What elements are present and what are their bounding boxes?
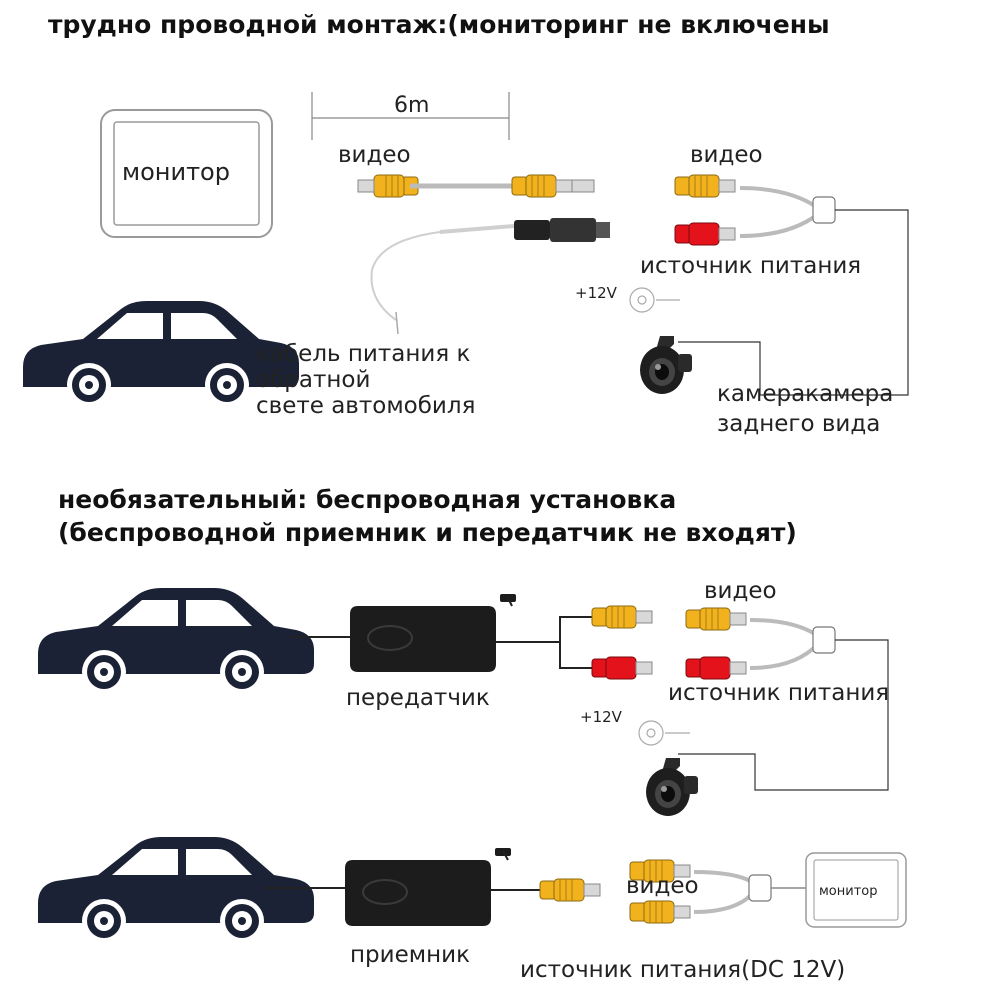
- camera-video-plug-icon-2: [685, 607, 747, 631]
- camera-label-line2: заднего вида: [717, 411, 880, 437]
- tx-video-cable: [496, 616, 592, 643]
- camera-label-line1: камеракамера: [717, 381, 893, 407]
- camera-power-plug-icon-2: [685, 656, 747, 680]
- monitor-small-label: монитор: [819, 884, 878, 899]
- camera-cable: [678, 209, 909, 396]
- monitor-power-plug-icon: [629, 900, 691, 924]
- rca-plug-right-icon: [511, 174, 573, 198]
- car-power-label-line3: свете автомобиля: [256, 393, 475, 419]
- camera-power-plug-icon: [674, 222, 736, 246]
- heading-wireless-line1: необязательный: беспроводная установка: [58, 485, 676, 514]
- rx-video-label: видео: [626, 873, 699, 899]
- power-connector-icon: [439, 218, 610, 242]
- rca-plug-left-icon: [357, 174, 419, 198]
- cable-length-label: 6m: [394, 93, 429, 118]
- power-terminal-icon-2: [638, 720, 690, 746]
- monitor-label: монитор: [122, 158, 230, 186]
- tx-power-source-label: источник питания: [668, 680, 889, 706]
- rear-camera-icon-2: [646, 758, 698, 816]
- transmitter-label: передатчик: [346, 685, 490, 711]
- car-power-label-line1: кабель питания к: [256, 341, 470, 367]
- power-wire: [370, 231, 441, 321]
- video-label-left: видео: [338, 142, 411, 168]
- power-terminal-icon: [629, 287, 680, 313]
- tx-voltage-label: +12V: [580, 708, 623, 726]
- car-power-label-line2: обратной: [256, 367, 370, 393]
- voltage-label: +12V: [575, 284, 618, 302]
- camera-video-plug-icon: [674, 174, 736, 198]
- tx-power-plug-icon: [591, 656, 653, 680]
- transmitter-icon: [349, 593, 517, 673]
- heading-wired: трудно проводной монтаж:(мониторинг не в…: [48, 10, 830, 39]
- camera-cable-2: [678, 639, 889, 791]
- rx-power-source-label: источник питания(DC 12V): [520, 957, 845, 983]
- harness-splitter-icon-3: [748, 874, 772, 902]
- harness-splitter-icon-2: [812, 626, 836, 654]
- rx-video-plug-icon: [539, 878, 601, 902]
- receiver-label: приемник: [350, 942, 470, 968]
- monitor-icon: [100, 109, 273, 238]
- tx-video-plug-icon: [591, 605, 653, 629]
- rear-camera-icon: [640, 336, 692, 394]
- rca-tip-icon: [571, 179, 595, 193]
- heading-wireless-line2: (беспроводной приемник и передатчик не в…: [58, 518, 797, 547]
- car-icon-transmitter: [38, 588, 314, 694]
- video-label-right: видео: [690, 142, 763, 168]
- cable-length-dimension: [311, 92, 510, 140]
- receiver-icon: [344, 847, 512, 927]
- power-source-label: источник питания: [640, 253, 861, 279]
- car-icon-receiver: [38, 837, 314, 943]
- tx-video-label: видео: [704, 578, 777, 604]
- monitor-small-icon: [805, 852, 907, 928]
- harness-splitter-icon: [812, 196, 836, 224]
- tx-power-cable: [559, 642, 592, 669]
